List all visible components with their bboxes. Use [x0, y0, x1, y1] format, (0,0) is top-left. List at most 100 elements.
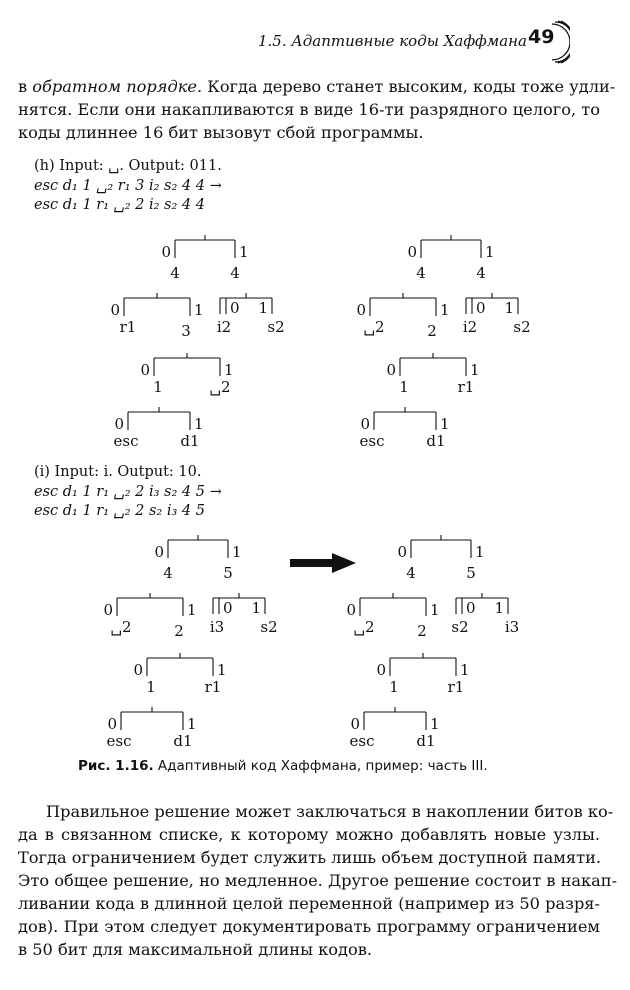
example-h-line-1: esc d₁ 1 ␣₂ r₁ 3 i₂ s₂ 4 4 → [34, 178, 222, 194]
right-node-bit-0: 0 [476, 299, 486, 317]
bottom-node-bit-0: 0 [360, 415, 370, 433]
mid-node-child-1: ␣2 [210, 378, 231, 396]
right-node-bit-0: 0 [223, 599, 233, 617]
root-bit-0: 0 [397, 543, 407, 561]
bottom-node-child-1: d1 [180, 432, 199, 450]
right-node-child-1: s2 [513, 318, 530, 336]
mid-node-child-0: 1 [389, 678, 399, 696]
bottom-node-child-0: esc [360, 432, 385, 450]
root-bit-1: 1 [475, 543, 485, 561]
bottom-node-bit-0: 0 [107, 715, 117, 733]
bottom-node-child-0: esc [114, 432, 139, 450]
mid-node-child-0: 1 [399, 378, 409, 396]
root-right-weight: 5 [466, 564, 476, 582]
left-node-child-0: r1 [120, 318, 137, 336]
outro-line-7: в 50 бит для максимальной длины кодов. [18, 940, 372, 959]
mid-node-child-1: r1 [205, 678, 222, 696]
left-node-child-1: 2 [417, 622, 427, 640]
mid-node-child-1: r1 [458, 378, 475, 396]
left-node-child-1: 3 [181, 322, 191, 340]
example-h-title: (h) Input: ␣. Output: 011. [34, 158, 222, 174]
left-node-bit-1: 1 [440, 301, 450, 319]
left-node-child-0: ␣2 [354, 618, 375, 636]
mid-node-child-0: 1 [153, 378, 163, 396]
mid-node-bit-1: 1 [470, 361, 480, 379]
intro-paragraph: в обратном порядке. Когда дерево станет … [18, 75, 616, 144]
left-node-child-0: ␣2 [111, 618, 132, 636]
root-left-weight: 4 [406, 564, 416, 582]
bottom-node-child-1: d1 [416, 732, 435, 750]
bottom-node-bit-1: 1 [430, 715, 440, 733]
right-node-child-1: s2 [260, 618, 277, 636]
root-bit-1: 1 [232, 543, 242, 561]
mid-node-bit-0: 0 [376, 661, 386, 679]
example-i-line-1: esc d₁ 1 r₁ ␣₂ 2 i₃ s₂ 4 5 → [34, 484, 222, 500]
bottom-node-child-1: d1 [173, 732, 192, 750]
outro-line-1: Правильное решение может заключаться в н… [46, 802, 614, 821]
right-node-bit-1: 1 [494, 599, 504, 617]
bottom-node-child-0: esc [350, 732, 375, 750]
right-node-child-1: i3 [505, 618, 519, 636]
mid-node-bit-0: 0 [386, 361, 396, 379]
right-node-child-1: s2 [267, 318, 284, 336]
left-node-bit-0: 0 [103, 601, 113, 619]
left-node-bit-0: 0 [346, 601, 356, 619]
mid-node-bit-0: 0 [133, 661, 143, 679]
mid-node-bit-1: 1 [460, 661, 470, 679]
mid-node-child-1: r1 [448, 678, 465, 696]
left-node-bit-1: 1 [194, 301, 204, 319]
example-i-title: (i) Input: i. Output: 10. [34, 464, 202, 480]
mid-node-bit-0: 0 [140, 361, 150, 379]
intro-line-2: нятся. Если они накапливаются в виде 16-… [18, 100, 600, 119]
right-node-bit-0: 0 [230, 299, 240, 317]
intro-italic-phrase: обратном порядке. [32, 77, 203, 96]
right-node-bit-1: 1 [504, 299, 514, 317]
outro-line-3: Тогда ограничением будет служить лишь об… [18, 848, 602, 867]
bottom-node-bit-1: 1 [440, 415, 450, 433]
root-bit-0: 0 [154, 543, 164, 561]
left-node-bit-1: 1 [187, 601, 197, 619]
outro-line-5: ливании кода в длинной целой переменной … [18, 894, 600, 913]
bottom-node-bit-1: 1 [194, 415, 204, 433]
root-left-weight: 4 [416, 264, 426, 282]
outro-line-6: дов). При этом следует документировать п… [18, 917, 600, 936]
root-bit-0: 0 [407, 243, 417, 261]
page-number: 49 [528, 26, 555, 48]
running-title: 1.5. Адаптивные коды Хаффмана [258, 32, 528, 50]
root-left-weight: 4 [170, 264, 180, 282]
transition-arrow-icon [290, 553, 356, 573]
right-node-child-0: s2 [451, 618, 468, 636]
figure-caption: Рис. 1.16. Адаптивный код Хаффмана, прим… [78, 758, 488, 774]
right-node-child-0: i3 [210, 618, 224, 636]
right-node-bit-1: 1 [251, 599, 261, 617]
bottom-node-bit-1: 1 [187, 715, 197, 733]
example-h-line-2: esc d₁ 1 r₁ ␣₂ 2 i₂ s₂ 4 4 [34, 197, 205, 213]
right-node-child-0: i2 [217, 318, 231, 336]
root-right-weight: 4 [476, 264, 486, 282]
root-bit-1: 1 [485, 243, 495, 261]
left-node-bit-1: 1 [430, 601, 440, 619]
example-i-line-2: esc d₁ 1 r₁ ␣₂ 2 s₂ i₃ 4 5 [34, 503, 205, 519]
bottom-node-child-0: esc [107, 732, 132, 750]
left-node-child-1: 2 [174, 622, 184, 640]
left-node-bit-0: 0 [110, 301, 120, 319]
right-node-bit-0: 0 [466, 599, 476, 617]
page-number-ring-icon [551, 20, 570, 64]
mid-node-child-0: 1 [146, 678, 156, 696]
intro-line-1: в обратном порядке. Когда дерево станет … [18, 77, 616, 96]
left-node-child-1: 2 [427, 322, 437, 340]
root-bit-1: 1 [239, 243, 249, 261]
root-right-weight: 5 [223, 564, 233, 582]
right-node-bit-1: 1 [258, 299, 268, 317]
root-left-weight: 4 [163, 564, 173, 582]
left-node-child-0: ␣2 [364, 318, 385, 336]
outro-line-4: Это общее решение, но медленное. Другое … [18, 871, 618, 890]
outro-paragraph: Правильное решение может заключаться в н… [18, 800, 618, 961]
figure-caption-label: Рис. 1.16. [78, 758, 154, 774]
intro-line-3: коды длиннее 16 бит вызовут сбой програм… [18, 123, 424, 142]
mid-node-bit-1: 1 [224, 361, 234, 379]
figure-caption-text: Адаптивный код Хаффмана, пример: часть I… [157, 758, 488, 774]
